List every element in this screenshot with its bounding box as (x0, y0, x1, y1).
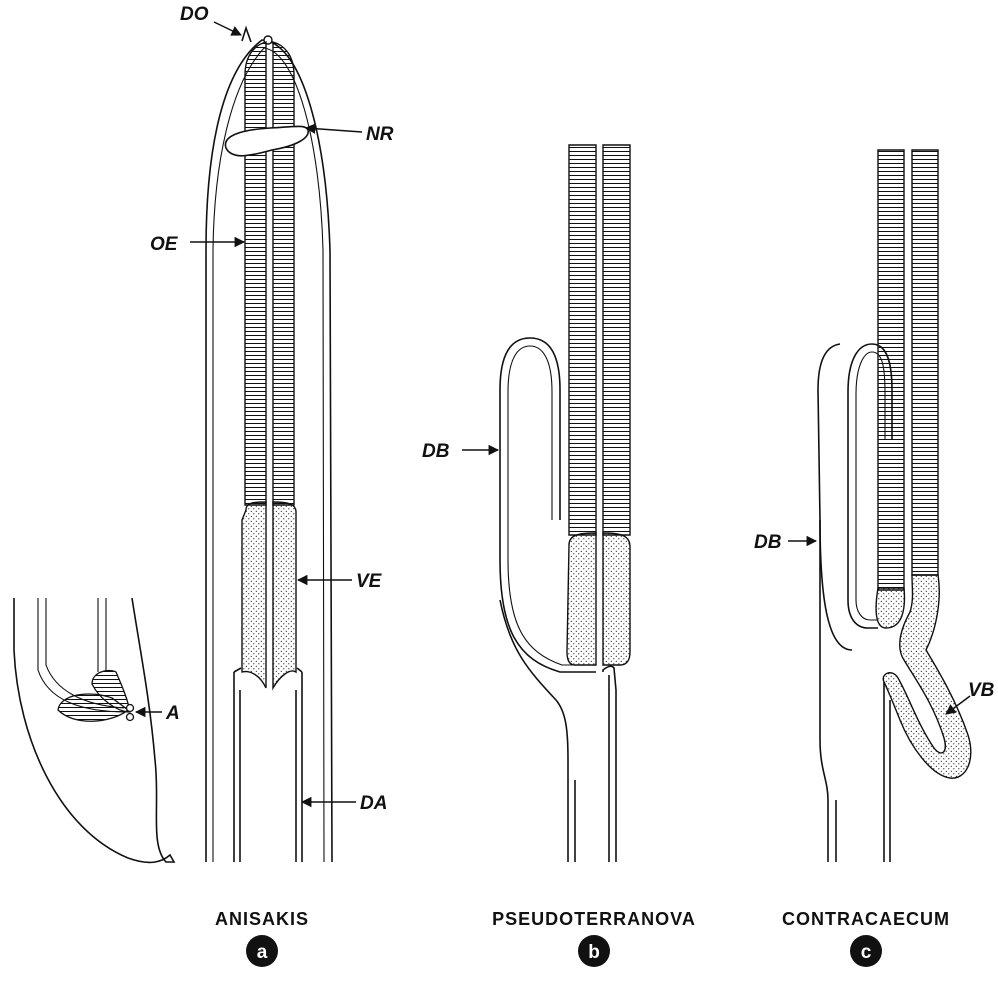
badge-c-letter: c (861, 942, 872, 963)
pseudoterranova-ventriculus-left (567, 533, 596, 665)
genus-anisakis: ANISAKIS (215, 909, 309, 929)
label-vb: VB (968, 680, 995, 701)
label-db-b: DB (422, 441, 450, 462)
anisakis-ventriculus-left (242, 502, 266, 688)
panel-contracaecum (818, 150, 971, 862)
label-oe: OE (150, 234, 179, 255)
label-a: A (165, 703, 180, 724)
tail-anus-circle-2 (127, 714, 134, 721)
caption-pseudoterranova: PSEUDOTERRANOVA b (492, 909, 696, 967)
panel-pseudoterranova (500, 145, 630, 862)
anisakis-ventriculus-right (273, 502, 296, 688)
label-ve: VE (356, 571, 383, 592)
pseudoterranova-oesophagus-right (603, 145, 630, 535)
genus-contracaecum: CONTRACAECUM (782, 909, 950, 929)
genus-pseudoterranova: PSEUDOTERRANOVA (492, 909, 696, 929)
label-da: DA (360, 793, 387, 814)
label-do: DO (180, 4, 209, 25)
anisakis-oesophagus-right (273, 42, 294, 505)
pseudoterranova-oesophagus-left (569, 145, 596, 535)
caption-contracaecum: CONTRACAECUM c (782, 909, 950, 967)
tail-gut-tube (98, 598, 106, 672)
badge-b-letter: b (588, 942, 600, 963)
panel-anisakis (206, 28, 332, 862)
caption-anisakis: ANISAKIS a (215, 909, 309, 967)
contracaecum-oesophagus-right (912, 150, 938, 575)
tail-anus-circle (127, 705, 134, 712)
anisakis-oesophagus-left (245, 42, 266, 505)
pseudoterranova-intestine-left (500, 600, 568, 862)
label-db-c: DB (754, 532, 782, 553)
arrow-do (214, 22, 241, 35)
pseudoterranova-ventriculus-right (603, 533, 630, 665)
label-nr: NR (366, 124, 394, 145)
contracaecum-body-left (818, 344, 852, 650)
badge-a-letter: a (257, 942, 268, 963)
anisakis-dorsal-tooth (242, 28, 251, 42)
anisakis-nerve-ring (225, 126, 308, 155)
arrow-nr (306, 128, 362, 132)
contracaecum-ventriculus-small (876, 588, 904, 628)
anisakis-inner-cuticle (213, 48, 324, 862)
anisakis-body-wall (206, 40, 332, 862)
anisakis-tail-inset (14, 598, 174, 862)
